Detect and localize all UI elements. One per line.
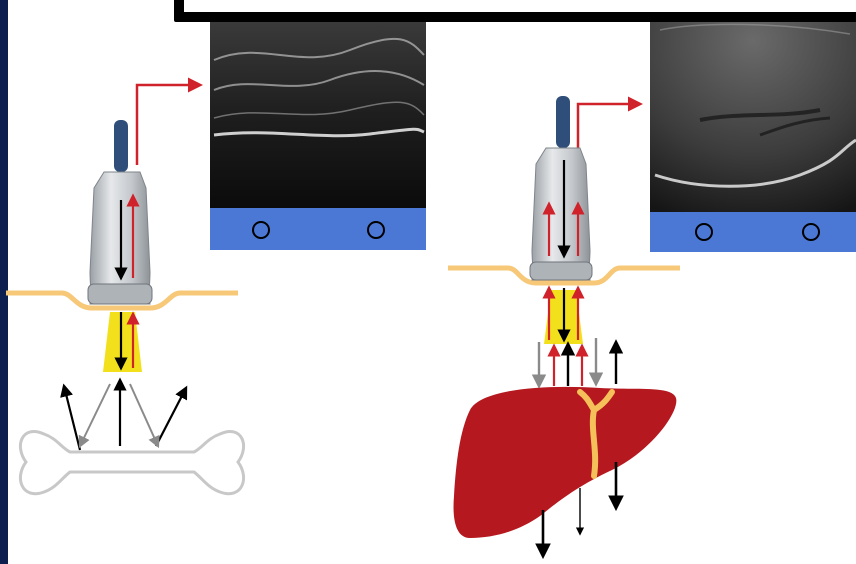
ultrasound-probe-icon xyxy=(530,96,592,280)
left-panel xyxy=(6,22,426,494)
ultrasound-screen-1 xyxy=(210,22,426,250)
ultrasound-screen-2 xyxy=(650,22,856,252)
reflected-arrow xyxy=(64,386,80,450)
right-panel xyxy=(448,22,856,556)
incident-arrow xyxy=(80,384,110,446)
echo-to-screen-arrow xyxy=(578,104,640,165)
bone-icon xyxy=(20,431,243,493)
echo-to-screen-arrow xyxy=(137,85,200,165)
incident-arrow xyxy=(130,384,158,446)
ultrasound-beam xyxy=(103,312,142,372)
liver-icon xyxy=(454,387,677,538)
reflected-arrow xyxy=(156,388,186,446)
